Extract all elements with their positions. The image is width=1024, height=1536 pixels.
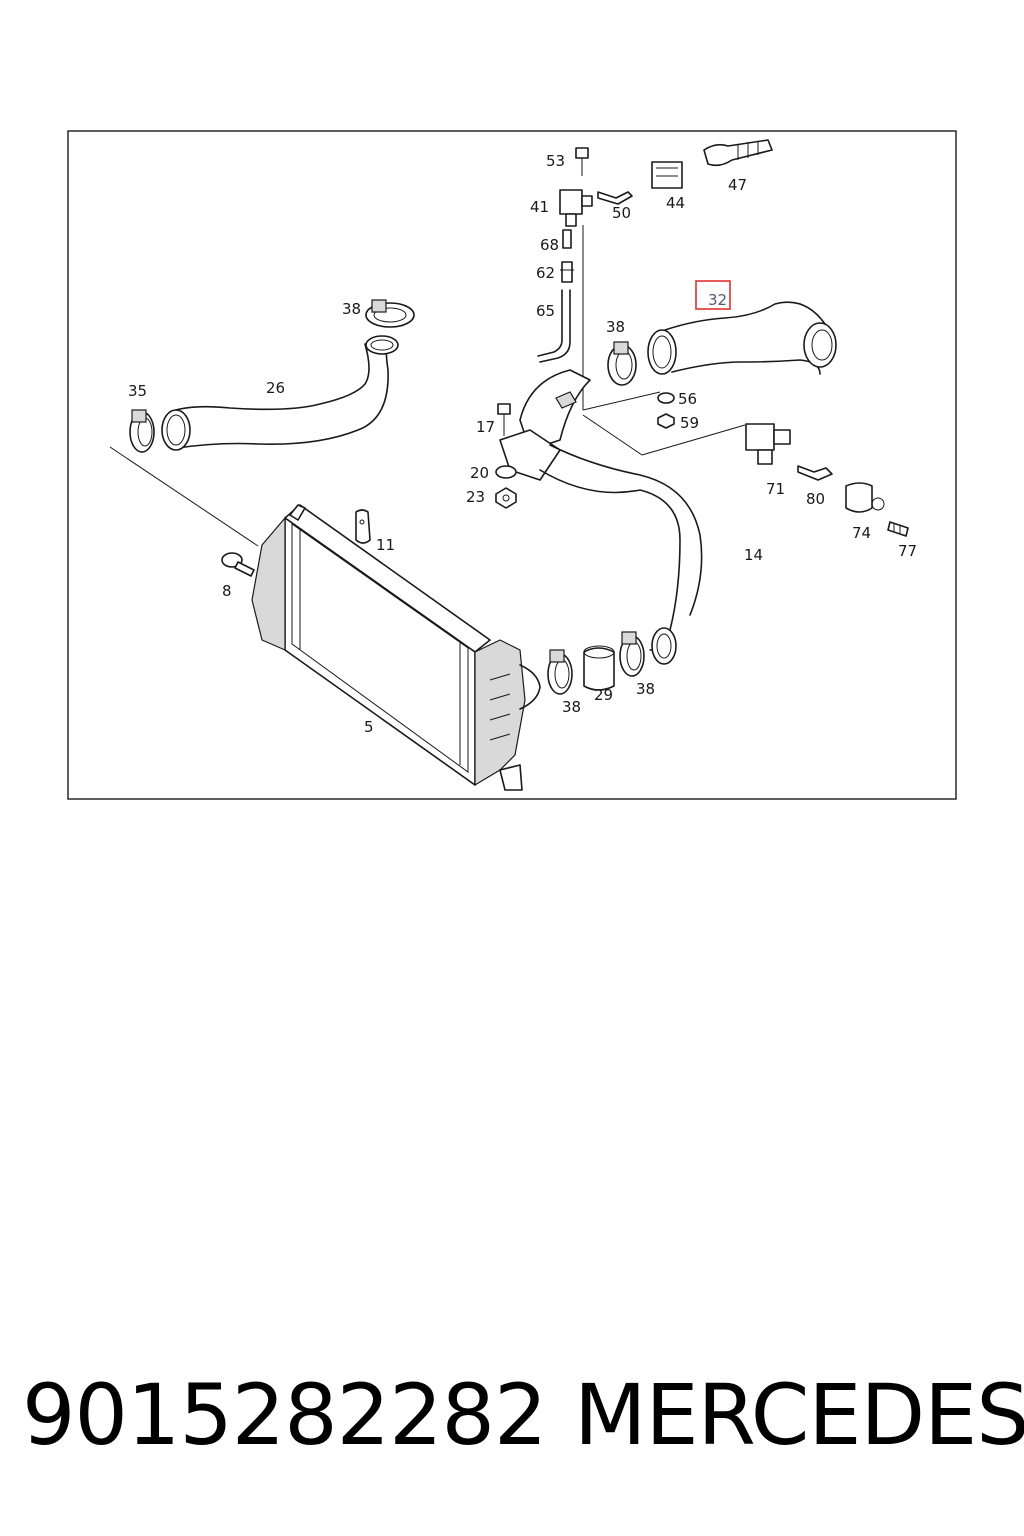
sensor-71: [745, 423, 791, 465]
pipe-65: [537, 289, 571, 363]
bracket-housing: [499, 369, 591, 481]
washer-56: [657, 392, 675, 404]
callout-20: 20: [470, 464, 489, 482]
clip-11: [355, 509, 371, 544]
washer-20: [495, 465, 517, 479]
callout-29: 29: [594, 686, 613, 704]
connector-74: [845, 482, 885, 513]
nut-59: [657, 413, 675, 429]
callout-38-lower-right: 38: [636, 680, 655, 698]
hose-26: [161, 335, 399, 451]
footer: 9015282282 MERCEDES: [0, 1360, 1024, 1470]
hose-32: [647, 301, 837, 375]
callout-56: 56: [678, 390, 697, 408]
seal-77: [887, 521, 909, 537]
fitting-62: [560, 261, 574, 283]
callout-labels: 53 41 50 44 47 68 62 65 32 38 38 35 26 5…: [128, 152, 917, 736]
sleeve-68: [562, 229, 572, 249]
callout-62: 62: [536, 264, 555, 282]
sensor-41: [559, 189, 593, 227]
callout-17: 17: [476, 418, 495, 436]
callout-35: 35: [128, 382, 147, 400]
bolt-8: [221, 552, 255, 577]
callout-38-lower-left: 38: [562, 698, 581, 716]
part-number: 9015282282: [22, 1366, 547, 1464]
callout-26: 26: [266, 379, 285, 397]
callout-80: 80: [806, 490, 825, 508]
intercooler: [251, 504, 541, 791]
bolt-53: [575, 147, 589, 176]
callout-41: 41: [530, 198, 549, 216]
bolt-17: [497, 403, 511, 436]
callout-11: 11: [376, 536, 395, 554]
terminal-50: [597, 191, 633, 205]
hose-14: [539, 444, 703, 665]
callout-59: 59: [680, 414, 699, 432]
callout-74: 74: [852, 524, 871, 542]
brand-name: MERCEDES: [574, 1366, 1024, 1464]
sleeve-29: [583, 645, 615, 691]
nut-23: [495, 487, 517, 509]
clamp-38-lower-right: [619, 631, 645, 677]
callout-77: 77: [898, 542, 917, 560]
callout-8: 8: [222, 582, 232, 600]
callout-38-top: 38: [342, 300, 361, 318]
diagram-frame: [67, 130, 957, 800]
terminal-80: [797, 465, 833, 481]
callout-38-middle: 38: [606, 318, 625, 336]
clamp-35: [129, 409, 155, 453]
callout-71: 71: [766, 480, 785, 498]
clamp-38-middle: [607, 341, 637, 386]
leader-lines: [109, 225, 746, 547]
connector-44: [651, 161, 683, 189]
callout-53: 53: [546, 152, 565, 170]
callout-65: 65: [536, 302, 555, 320]
callout-23: 23: [466, 488, 485, 506]
clamp-38-lower-left: [547, 649, 573, 695]
callout-5: 5: [364, 718, 374, 736]
callout-50: 50: [612, 204, 631, 222]
parts-diagram: 53 41 50 44 47 68 62 65 32 38 38 35 26 5…: [67, 130, 957, 800]
callout-68: 68: [540, 236, 559, 254]
callout-44: 44: [666, 194, 685, 212]
clamp-38-top: [365, 299, 415, 328]
callout-47: 47: [728, 176, 747, 194]
callout-14: 14: [744, 546, 763, 564]
grommet-47: [703, 139, 773, 167]
callout-32: 32: [708, 291, 727, 309]
highlight-box: [695, 280, 731, 310]
